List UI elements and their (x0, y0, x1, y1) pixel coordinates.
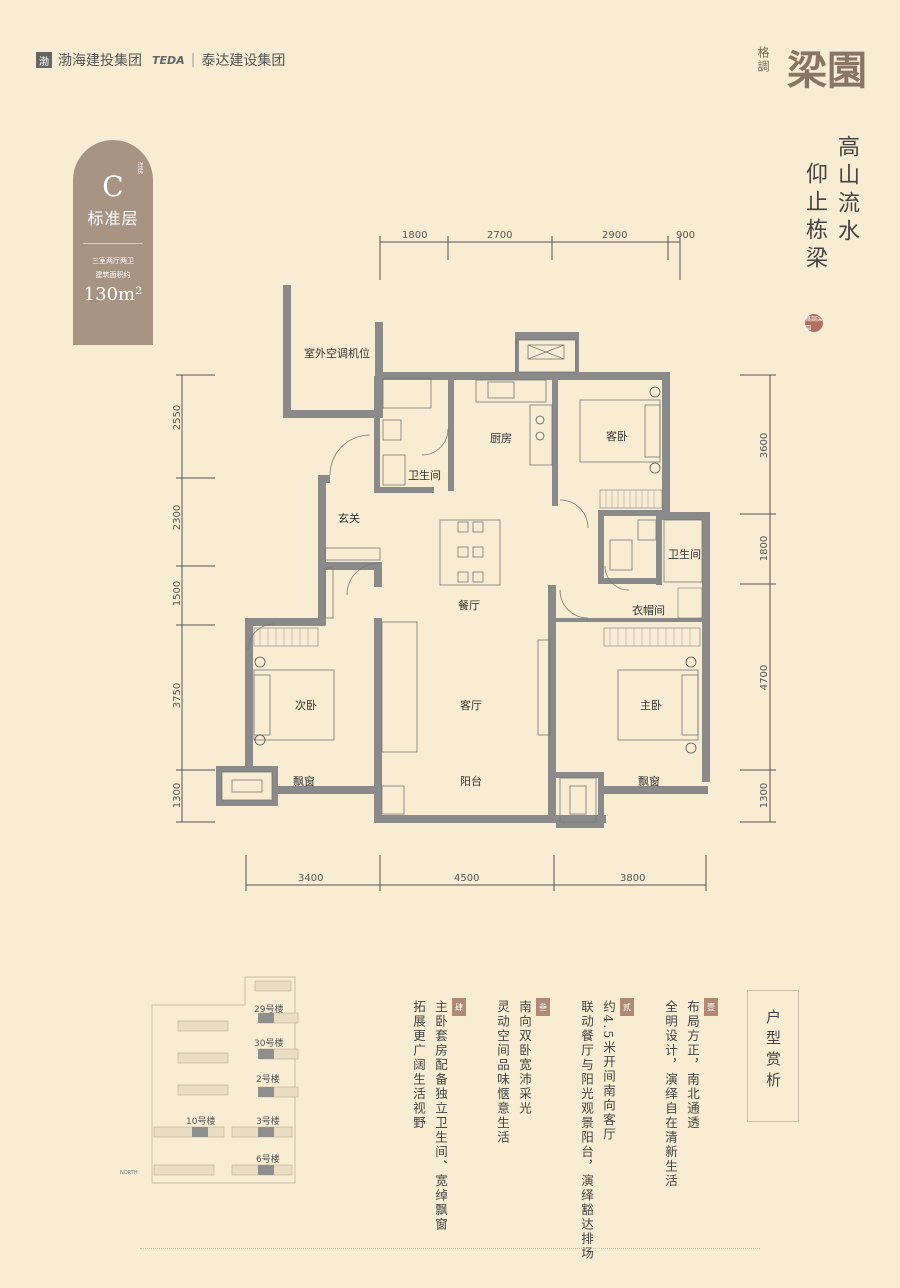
seal-text: 格調梁園 (805, 316, 824, 332)
dim-right-2: 1800 (759, 535, 771, 562)
room-kitchen: 厨房 (490, 432, 512, 445)
features-title: 户型赏析 (764, 1009, 782, 1093)
header-logo-teda: TEDA | 泰达建设集团 (152, 50, 285, 70)
site-10: 10号楼 (186, 1117, 216, 1127)
dim-left-1: 2550 (172, 404, 184, 431)
badge-layout: 三室两厅两卫 (92, 257, 134, 265)
disclaimer-line (140, 1248, 760, 1253)
wardrobes (253, 489, 703, 647)
badge-area-value: 130m² (83, 284, 143, 305)
badge-small: 洋房 (136, 162, 143, 174)
teda-logo-text: 泰达建设集团 (201, 53, 286, 69)
room-foyer: 玄关 (338, 512, 360, 525)
badge-area-label: 建筑面积约 (95, 271, 131, 279)
highlighted-buildings (192, 1013, 274, 1175)
room-living: 客厅 (460, 699, 482, 712)
wardrobe-lines (259, 490, 691, 646)
feature-num-3: 叁 (536, 998, 550, 1016)
feature-1-line-1: 布局方正，南北通透 (685, 1000, 700, 1131)
dim-left-5: 1300 (172, 782, 184, 809)
brand-small: 格調 (756, 46, 770, 74)
poem-seal-icon: 格調梁園 (805, 314, 823, 332)
brand-logo: 梁園 (787, 47, 867, 94)
poem-col-2: 仰止栋梁 (802, 162, 827, 274)
room-bay-window-1: 飘窗 (293, 775, 315, 788)
room-closet: 衣帽间 (632, 604, 665, 617)
room-bay-window-2: 飘窗 (638, 775, 660, 788)
badge-letter: C (102, 170, 124, 203)
room-second-bedroom: 次卧 (295, 699, 317, 712)
dim-left-4: 3750 (172, 682, 184, 709)
feature-num-4: 肆 (452, 998, 466, 1016)
dim-top-2: 2700 (487, 230, 513, 241)
dim-top-3: 2900 (602, 230, 628, 241)
site-30: 30号楼 (254, 1039, 284, 1049)
room-bathroom-1: 卫生间 (408, 469, 441, 482)
floor-plan (176, 236, 776, 891)
badge-floor: 标准层 (87, 209, 139, 228)
features-title-box: 户型赏析 (747, 990, 799, 1122)
dining-chairs (457, 521, 484, 583)
feature-4-line-1: 主卧套房配备独立卫生间、宽绰飘窗 (433, 1000, 448, 1232)
teda-logo-icon: TEDA (152, 53, 185, 67)
room-dining: 餐厅 (458, 599, 480, 612)
feature-3-line-2: 灵动空间品味惬意生活 (495, 1000, 510, 1145)
feature-1-line-2: 全明设计，演绎自在清新生活 (663, 1000, 678, 1189)
dim-right-4: 1300 (759, 782, 771, 809)
room-master-bedroom: 主卧 (640, 699, 662, 712)
dim-right-3: 4700 (759, 664, 771, 691)
dim-top-4: 900 (676, 230, 696, 241)
room-ac: 室外空调机位 (304, 347, 370, 360)
dim-left-2: 2300 (172, 504, 184, 531)
feature-2-line-2: 联动餐厅与阳光观景阳台，演绎豁达排场 (579, 1000, 594, 1261)
header-logo-bohai: 渤 渤海建投集团 (36, 50, 142, 70)
bohai-logo-icon: 渤 (36, 52, 52, 68)
dim-left-3: 1500 (172, 580, 184, 607)
site-6: 6号楼 (256, 1155, 280, 1165)
room-balcony: 阳台 (460, 775, 482, 788)
room-guest-bedroom: 客卧 (606, 430, 628, 443)
dim-bottom-1: 3400 (298, 873, 324, 884)
feature-num-2: 贰 (620, 998, 634, 1016)
feature-3-line-1: 南向双卧宽沛采光 (517, 1000, 532, 1116)
unit-badge: 洋房 C 标准层 三室两厅两卫 建筑面积约 130m² (73, 140, 153, 345)
site-2: 2号楼 (256, 1075, 280, 1085)
room-bathroom-2: 卫生间 (668, 548, 701, 561)
feature-num-1: 壹 (704, 998, 718, 1016)
site-3: 3号楼 (256, 1117, 280, 1127)
dim-top-1: 1800 (402, 230, 428, 241)
header-divider: | (190, 52, 196, 68)
feature-4-line-2: 拓展更广阔生活视野 (411, 1000, 426, 1131)
walls (216, 285, 710, 828)
site-map (151, 976, 299, 1184)
north-label: NORTH (120, 1170, 138, 1176)
dim-bottom-3: 3800 (620, 873, 646, 884)
bohai-logo-text: 渤海建投集团 (58, 53, 142, 69)
lamps (254, 386, 697, 754)
poem-col-1: 高山流水 (834, 135, 859, 247)
site-29: 29号楼 (254, 1005, 284, 1015)
feature-2-line-1: 约4.5米开间南向客厅 (601, 1000, 616, 1142)
dim-right-1: 3600 (759, 432, 771, 459)
dim-bottom-2: 4500 (454, 873, 480, 884)
